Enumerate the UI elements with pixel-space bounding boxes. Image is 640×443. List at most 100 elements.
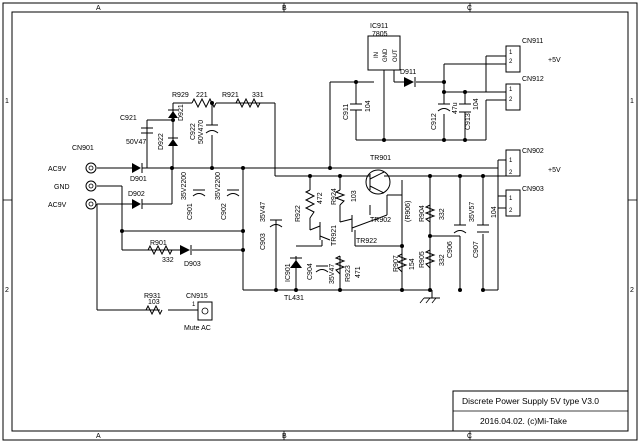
row-label-1-right: 1 [630, 98, 634, 105]
cn911-pin2: 2 [509, 59, 513, 65]
c911-value: 104 [365, 100, 372, 112]
tr921-label: TR921 [331, 225, 338, 246]
c906-ref: C906 [447, 241, 454, 258]
c911-ref: C911 [343, 104, 350, 120]
r921-ref: R921 [222, 92, 239, 99]
c913-ref: C913 [465, 113, 472, 130]
cn912-label: CN912 [522, 76, 544, 83]
c913-value: 104 [473, 98, 480, 110]
c921-ref: C921 [120, 115, 137, 122]
component-labels: CN901 AC9V GND AC9V D901 D902 C921 50V47… [48, 23, 561, 332]
tr901-label: TR901 [370, 155, 391, 162]
input-ac9v-top: AC9V [48, 166, 67, 173]
c901-ref: C901 [187, 203, 194, 220]
c904-value: 35V47 [329, 264, 336, 284]
cn912-pin1: 1 [509, 87, 513, 93]
c903-ref: C903 [260, 233, 267, 250]
c906-value: 35V57 [469, 202, 476, 222]
ic911-pin-gnd: GND [383, 48, 389, 62]
r901-value: 332 [162, 257, 174, 264]
c921-value: 50V47 [126, 139, 146, 146]
d903-label: D903 [184, 261, 201, 268]
r922-value: 472 [317, 192, 324, 204]
r921-value: 331 [252, 92, 264, 99]
r931-value: 103 [148, 299, 160, 306]
cn903-pin1: 1 [509, 196, 513, 202]
r905-value: 332 [439, 254, 446, 266]
input-ac9v-bottom: AC9V [48, 202, 67, 209]
column-label-c-top: C [467, 5, 472, 12]
drawing-date-credit: 2016.04.02. (c)Mi-Take [480, 416, 567, 426]
c912-value: 47u [452, 102, 459, 114]
junction-dots [120, 80, 485, 292]
d921-label: D921 [178, 104, 185, 121]
d922-label: D922 [158, 133, 165, 150]
r907-ref: R907 [393, 255, 400, 272]
ic911-pin-out: OUT [393, 49, 399, 62]
ic901-value: TL431 [284, 295, 304, 302]
r931-ref: R931 [144, 293, 161, 300]
c903-value: 35V47 [260, 202, 267, 222]
ic911-pin-in: IN [374, 52, 380, 58]
wiring [96, 55, 506, 311]
mute-ac-label: Mute AC [184, 325, 211, 332]
cn901-label: CN901 [72, 145, 94, 152]
component-symbols [85, 35, 521, 321]
cn911-label: CN911 [522, 38, 543, 45]
title-block: Discrete Power Supply 5V type V3.0 2016.… [452, 390, 629, 432]
upper-5v-label: +5V [548, 57, 561, 64]
r922-ref: R922 [295, 205, 302, 222]
cn902-pin1: 1 [509, 158, 513, 164]
c907-value: 104 [491, 206, 498, 218]
r901-ref: R901 [150, 240, 167, 247]
cn915-label: CN915 [186, 293, 208, 300]
d902-label: D902 [128, 191, 145, 198]
c922-ref: C922 [190, 123, 197, 140]
r906-label: (R906) [405, 201, 412, 222]
row-label-2-right: 2 [630, 287, 634, 294]
c904-ref: C904 [307, 263, 314, 280]
c912-ref: C912 [431, 113, 438, 130]
r924-value: 103 [351, 190, 358, 202]
ic911-ref: IC911 [370, 23, 388, 30]
cn903-label: CN903 [522, 186, 544, 193]
r904-ref: R904 [419, 205, 426, 222]
c922-value: 50V470 [198, 120, 205, 144]
d901-label: D901 [130, 176, 147, 183]
c902-ref: C902 [221, 203, 228, 220]
ic901-ref: IC901 [285, 263, 292, 282]
r923-value: 471 [355, 266, 362, 278]
lower-5v-label: +5V [548, 167, 561, 174]
r929-value: 221 [196, 92, 208, 99]
r907-value: 154 [409, 258, 416, 270]
cn912-pin2: 2 [509, 97, 513, 103]
ic911-value: 7805 [372, 31, 388, 38]
column-label-a-top: A [96, 5, 101, 12]
column-label-a-bottom: A [96, 433, 101, 440]
input-gnd: GND [54, 184, 70, 191]
column-label-b-bottom: B [282, 433, 287, 440]
r929-ref: R929 [172, 92, 189, 99]
cn902-pin2: 2 [509, 170, 513, 176]
r924-ref: R924 [331, 188, 338, 205]
d911-label: D911 [400, 69, 416, 76]
c902-value: 35V2200 [215, 172, 222, 200]
cn903-pin2: 2 [509, 208, 513, 214]
drawing-title: Discrete Power Supply 5V type V3.0 [462, 396, 599, 406]
cn902-label: CN902 [522, 148, 544, 155]
r904-value: 332 [439, 208, 446, 220]
cn911-pin1: 1 [509, 50, 513, 56]
cn915-pin1: 1 [192, 302, 196, 308]
row-label-2-left: 2 [5, 287, 9, 294]
tr902-label: TR902 [370, 217, 391, 224]
r905-ref: R905 [419, 251, 426, 268]
column-label-c-bottom: C [467, 433, 472, 440]
c907-ref: C907 [473, 241, 480, 258]
c901-value: 35V2200 [181, 172, 188, 200]
r923-ref: R923 [345, 265, 352, 282]
tr922-label: TR922 [356, 238, 377, 245]
column-label-b-top: B [282, 5, 287, 12]
row-label-1-left: 1 [5, 98, 9, 105]
